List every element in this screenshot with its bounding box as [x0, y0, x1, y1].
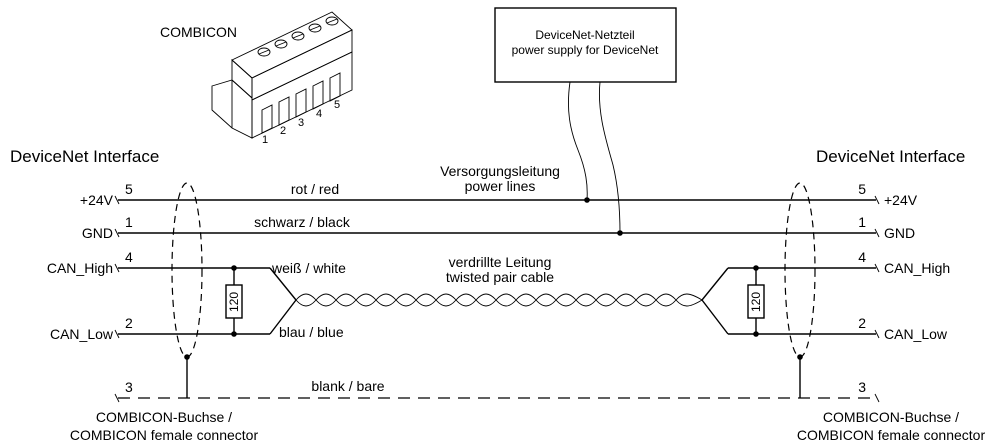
ground-wire-label: schwarz / black	[254, 214, 351, 230]
right-termination-resistor: 120	[747, 265, 765, 337]
left-pin-can-low: 2	[125, 315, 133, 331]
left-resistor-value: 120	[227, 292, 241, 312]
left-connector-caption-en: COMBICON female connector	[70, 427, 259, 443]
power-supply-box: DeviceNet-Netzteil power supply for Devi…	[494, 7, 677, 83]
left-pin-can-high: 4	[125, 249, 133, 265]
right-connector-caption-en: COMBICON female connector	[797, 427, 986, 443]
left-signal-24v: +24V	[80, 192, 114, 208]
can-high-wire-label: weiß / white	[271, 260, 346, 276]
right-signal-24v: +24V	[884, 192, 918, 208]
right-signal-can-low: CAN_Low	[884, 326, 948, 342]
twisted-pair-label-en: twisted pair cable	[446, 269, 554, 285]
right-pin-gnd: 1	[858, 214, 866, 230]
right-pin-numbers: 5 1 4 2 3	[858, 181, 866, 395]
left-pin-shield: 3	[125, 379, 133, 395]
wire-end-ticks	[114, 195, 880, 403]
left-pin-24v: 5	[125, 181, 133, 197]
pin-number-5: 5	[334, 99, 340, 111]
right-cable-shield	[784, 182, 816, 398]
left-signal-can-low: CAN_Low	[50, 326, 114, 342]
power-wire-label: rot / red	[291, 181, 339, 197]
power-supply-label-de: DeviceNet-Netzteil	[535, 28, 634, 42]
left-cable-shield	[171, 182, 203, 398]
right-signal-names: +24V GND CAN_High CAN_Low	[884, 192, 950, 342]
right-pin-24v: 5	[858, 181, 866, 197]
left-termination-resistor: 120	[225, 265, 243, 337]
supply-wire-24v	[568, 81, 588, 201]
left-interface-title: DeviceNet Interface	[10, 147, 159, 166]
right-signal-can-high: CAN_High	[884, 260, 950, 276]
right-pin-shield: 3	[858, 379, 866, 395]
can-low-wire-label: blau / blue	[279, 324, 344, 340]
supply-lines-label-de: Versorgungsleitung	[440, 163, 560, 179]
combicon-label: COMBICON	[160, 24, 237, 40]
left-signal-names: +24V GND CAN_High CAN_Low	[47, 192, 114, 342]
right-interface-title: DeviceNet Interface	[816, 147, 965, 166]
right-connector-caption-de: COMBICON-Buchse /	[823, 409, 959, 425]
right-resistor-value: 120	[749, 292, 763, 312]
combicon-connector-illustration: COMBICON 1 2 3 4 5	[160, 11, 353, 146]
right-pin-can-low: 2	[858, 315, 866, 331]
twisted-pair	[269, 267, 729, 335]
pin-number-3: 3	[298, 117, 304, 129]
right-signal-gnd: GND	[884, 225, 915, 241]
shield-wire-label: blank / bare	[311, 378, 384, 394]
left-pin-gnd: 1	[125, 214, 133, 230]
supply-wire-gnd	[598, 81, 621, 234]
left-signal-can-high: CAN_High	[47, 260, 113, 276]
pin-number-1: 1	[262, 134, 268, 146]
left-signal-gnd: GND	[82, 225, 113, 241]
pin-number-4: 4	[316, 108, 322, 120]
left-connector-caption-de: COMBICON-Buchse /	[96, 409, 232, 425]
pin-number-2: 2	[280, 125, 286, 137]
left-pin-numbers: 5 1 4 2 3	[125, 181, 133, 395]
twisted-pair-label-de: verdrillte Leitung	[449, 254, 552, 270]
right-pin-can-high: 4	[858, 249, 866, 265]
supply-lines-label-en: power lines	[465, 178, 536, 194]
power-supply-label-en: power supply for DeviceNet	[512, 43, 659, 57]
